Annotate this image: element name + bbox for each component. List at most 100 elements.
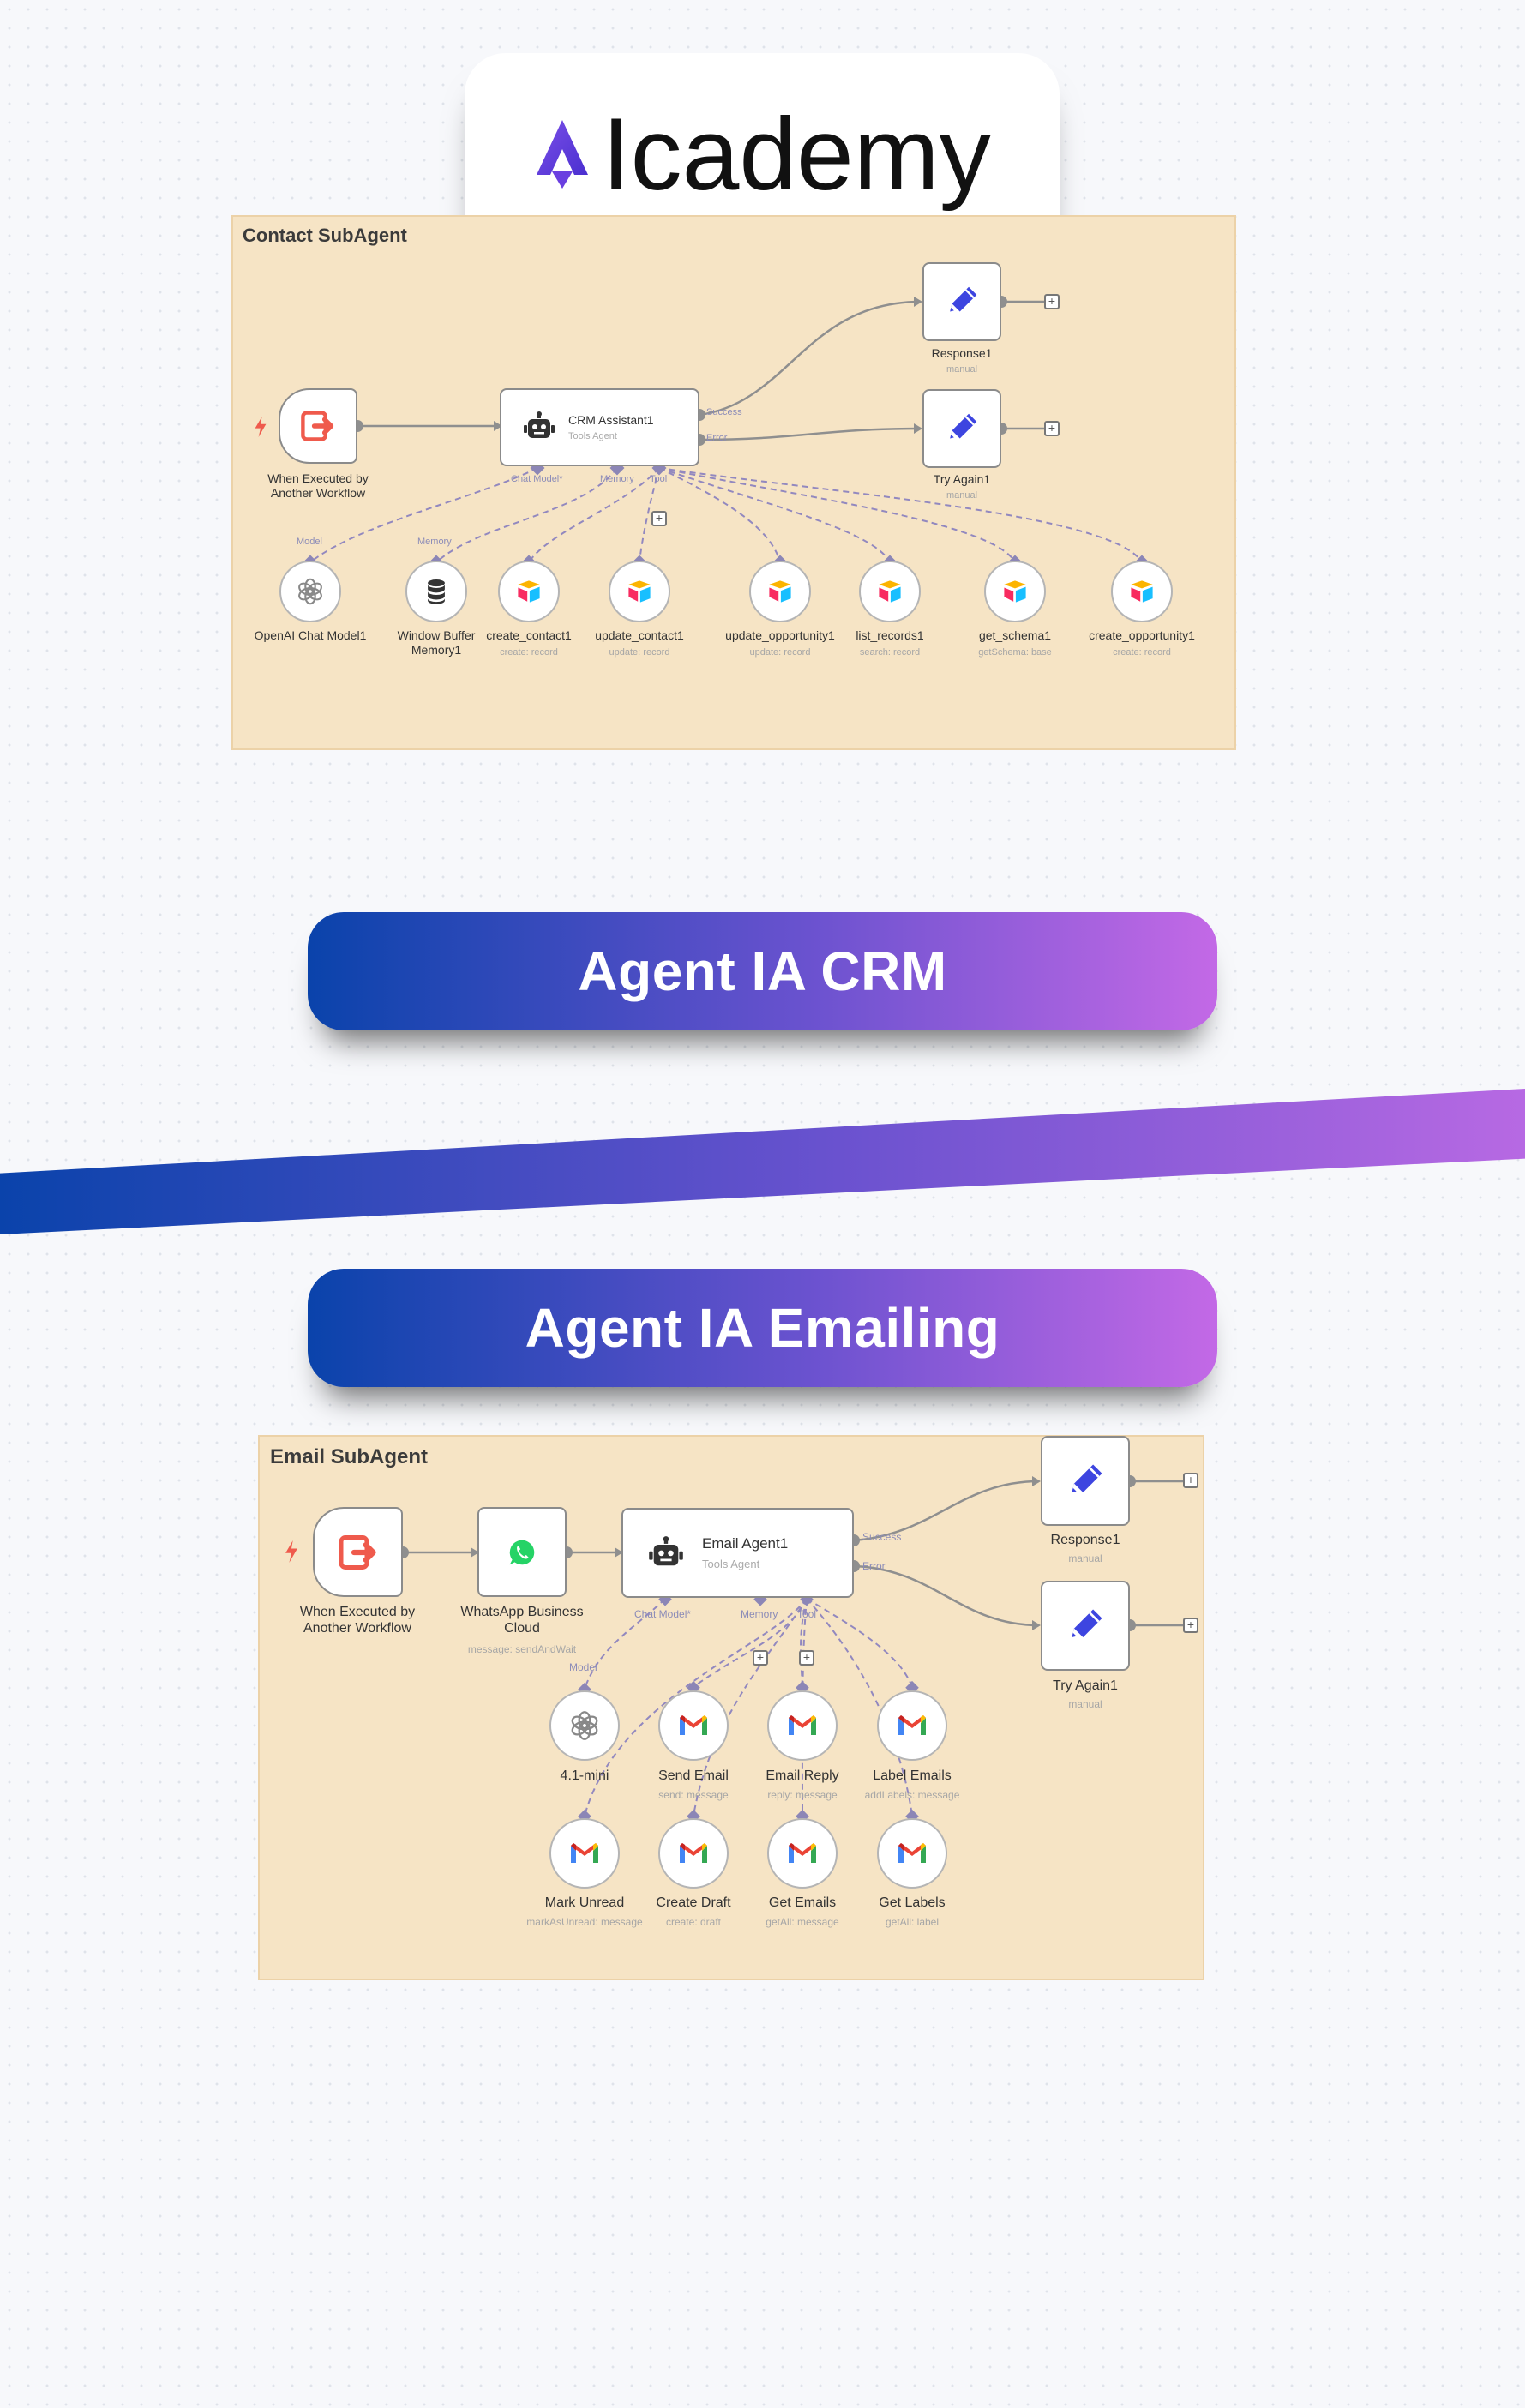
get-labels-node[interactable] — [877, 1818, 947, 1889]
tool-port-label: Tool — [650, 474, 668, 484]
trigger-icon — [299, 407, 337, 445]
label-emails-node[interactable] — [877, 1690, 947, 1761]
tool-label: Window Buffer Memory1 — [381, 628, 492, 658]
trigger-label-line1: When Executed by — [299, 1605, 416, 1619]
tool-label: Get Labels — [879, 1895, 946, 1910]
gmail-icon — [895, 1836, 929, 1871]
gmail-icon — [785, 1836, 820, 1871]
gradient-stripe — [0, 1089, 1525, 1234]
tool-sub: getAll: message — [766, 1916, 839, 1928]
model-tag: Model — [297, 537, 322, 547]
email-banner: Agent IA Emailing — [308, 1269, 1217, 1387]
agent-subtitle: Tools Agent — [568, 431, 617, 441]
email-reply-node[interactable] — [767, 1690, 838, 1761]
add-tool-button[interactable]: + — [651, 511, 667, 526]
tool-sub: markAsUnread: message — [526, 1916, 643, 1928]
openai-icon — [294, 575, 327, 608]
tool-sub: create: draft — [665, 1916, 722, 1928]
tool-label: get_schema1 — [978, 628, 1052, 642]
tool-sub: addLabels: message — [864, 1789, 960, 1801]
frame-title: Email SubAgent — [270, 1445, 429, 1468]
gmail-icon — [895, 1708, 929, 1743]
try-again-node[interactable] — [1041, 1581, 1130, 1671]
tool-sub: send: message — [658, 1789, 729, 1801]
database-icon — [421, 576, 452, 607]
create-draft-node[interactable] — [658, 1818, 729, 1889]
airtable-icon — [1126, 576, 1157, 607]
lightning-icon — [284, 1540, 299, 1563]
tool-sub: getAll: label — [885, 1916, 940, 1928]
logo-text: Icademy — [602, 97, 991, 212]
pencil-icon — [942, 409, 982, 448]
lightning-icon — [254, 417, 267, 437]
response-sub: manual — [1068, 1552, 1102, 1564]
add-after-try-again-button[interactable]: + — [1044, 421, 1060, 436]
tool-label: Send Email — [658, 1768, 729, 1783]
tool-label: Email Reply — [766, 1768, 839, 1783]
robot-icon — [647, 1535, 685, 1573]
whatsapp-node[interactable] — [477, 1507, 567, 1597]
model-4-1-mini-node[interactable] — [549, 1690, 620, 1761]
error-port-label: Error — [706, 433, 728, 443]
error-port-label: Error — [862, 1560, 886, 1572]
tool-label: create_contact1 — [486, 628, 572, 642]
window-buffer-memory-node[interactable] — [405, 561, 467, 622]
get-schema-node[interactable] — [984, 561, 1046, 622]
try-again-node[interactable] — [922, 389, 1001, 468]
tool-label: Mark Unread — [544, 1895, 625, 1910]
response-node[interactable] — [1041, 1436, 1130, 1526]
trigger-label: When Executed by Another Workflow — [245, 471, 391, 501]
gmail-icon — [785, 1708, 820, 1743]
add-after-try-again-button[interactable]: + — [1183, 1618, 1198, 1633]
tool-sub: getSchema: base — [978, 647, 1052, 658]
memory-port-label: Memory — [600, 474, 634, 484]
trigger-label-line1: When Executed by — [267, 471, 369, 485]
airtable-icon — [513, 576, 544, 607]
email-agent-node[interactable]: Email Agent1 Tools Agent — [621, 1508, 854, 1598]
tool-label: Label Emails — [873, 1768, 952, 1783]
agent-title: Email Agent1 — [702, 1535, 789, 1552]
add-memory-button[interactable]: + — [753, 1650, 768, 1666]
gmail-icon — [676, 1708, 711, 1743]
tool-sub: create: record — [1113, 647, 1171, 658]
update-opportunity-node[interactable] — [749, 561, 811, 622]
chat-model-port-label: Chat Model* — [511, 474, 563, 484]
tool-label: 4.1-mini — [560, 1768, 609, 1783]
pencil-icon — [1063, 1604, 1108, 1648]
add-tool-button[interactable]: + — [799, 1650, 814, 1666]
crm-assistant-node[interactable]: CRM Assistant1 Tools Agent — [500, 388, 699, 466]
tool-label: Get Emails — [768, 1895, 837, 1910]
add-after-response-button[interactable]: + — [1044, 294, 1060, 309]
create-opportunity-node[interactable] — [1111, 561, 1173, 622]
trigger-node[interactable] — [313, 1507, 403, 1597]
add-after-response-button[interactable]: + — [1183, 1473, 1198, 1488]
trigger-node[interactable] — [279, 388, 357, 464]
memory-tag: Memory — [417, 537, 452, 547]
success-port-label: Success — [706, 407, 742, 417]
frame-title: Contact SubAgent — [243, 225, 407, 246]
update-contact-node[interactable] — [609, 561, 670, 622]
tool-label: Create Draft — [656, 1895, 731, 1910]
mark-unread-node[interactable] — [549, 1818, 620, 1889]
try-again-sub: manual — [1068, 1698, 1102, 1710]
create-contact-node[interactable] — [498, 561, 560, 622]
response-node[interactable] — [922, 262, 1001, 341]
whatsapp-sub: message: sendAndWait — [467, 1643, 577, 1655]
airtable-icon — [874, 576, 905, 607]
whatsapp-icon — [506, 1536, 538, 1569]
get-emails-node[interactable] — [767, 1818, 838, 1889]
tool-sub: update: record — [749, 647, 811, 658]
openai-chat-model-node[interactable] — [279, 561, 341, 622]
icademy-logo-icon — [537, 120, 589, 189]
gmail-icon — [567, 1836, 602, 1871]
try-again-label: Try Again1 — [933, 472, 991, 486]
try-again-sub: manual — [946, 490, 978, 501]
list-records-node[interactable] — [859, 561, 921, 622]
crm-banner: Agent IA CRM — [308, 912, 1217, 1030]
gmail-icon — [676, 1836, 711, 1871]
airtable-icon — [765, 576, 796, 607]
chat-model-port-label: Chat Model* — [634, 1608, 692, 1620]
send-email-node[interactable] — [658, 1690, 729, 1761]
tool-sub: reply: message — [767, 1789, 838, 1801]
airtable-icon — [1000, 576, 1030, 607]
